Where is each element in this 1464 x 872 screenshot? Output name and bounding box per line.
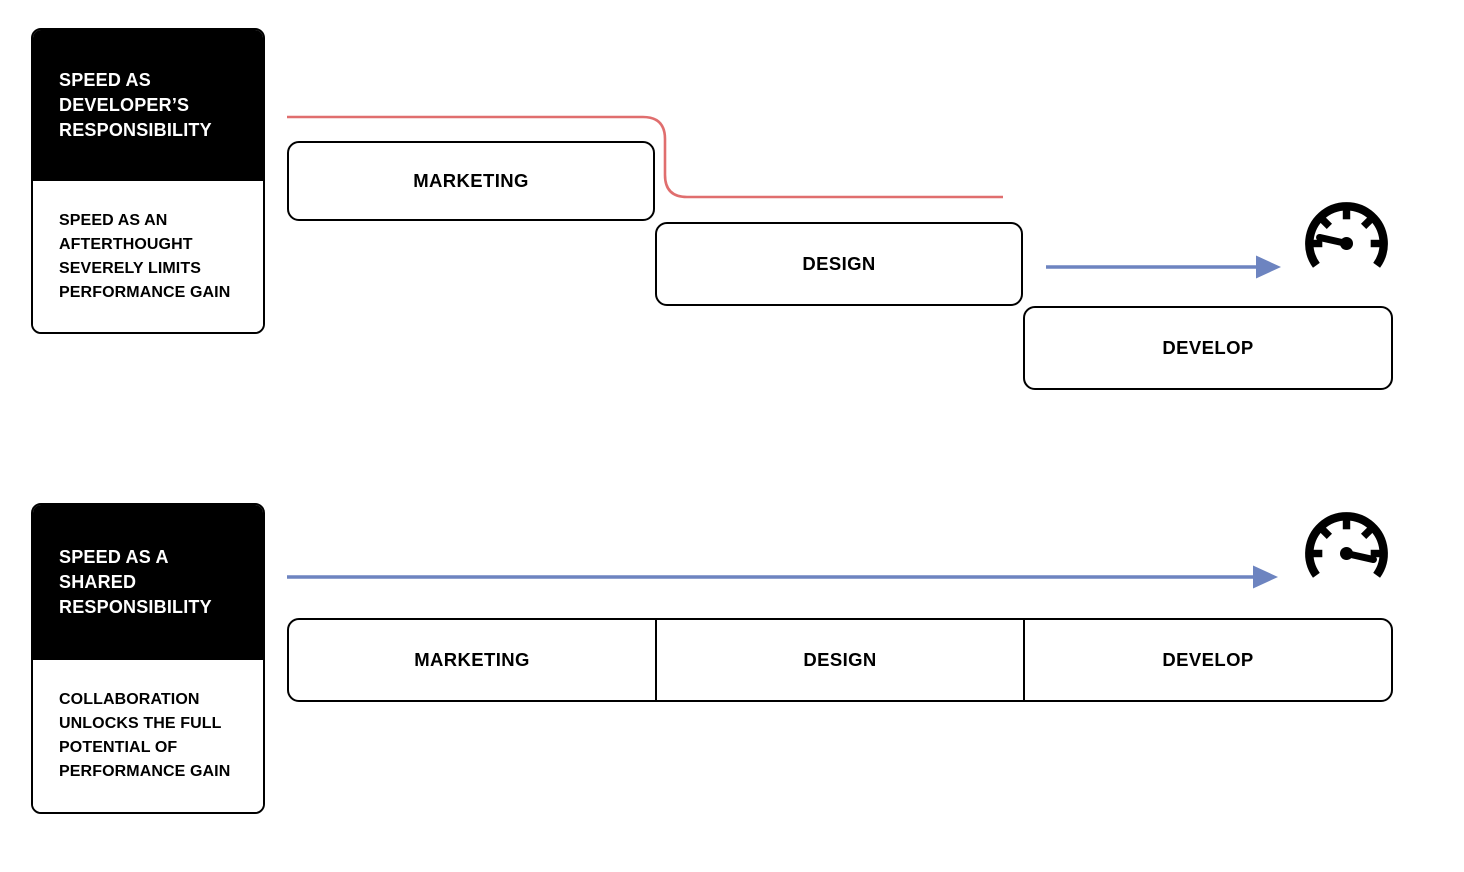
speedometer-low-icon: [1305, 202, 1388, 268]
stage-box-design: DESIGN: [655, 222, 1023, 306]
right-arrow-icon: [1046, 255, 1281, 279]
stage-label: DESIGN: [803, 649, 877, 670]
shared-responsibility-card: SPEED AS A SHARED RESPONSIBILITY COLLABO…: [31, 503, 265, 814]
stage-label: DESIGN: [802, 253, 876, 274]
card-subtitle: SPEED AS AN AFTERTHOUGHT SEVERELY LIMITS…: [59, 211, 231, 301]
card-title: SPEED AS DEVELOPER’S RESPONSIBILITY: [59, 70, 212, 140]
right-arrow-icon: [287, 565, 1278, 589]
stage-label: MARKETING: [413, 170, 529, 191]
card-title: SPEED AS A SHARED RESPONSIBILITY: [59, 547, 212, 617]
stage-label: MARKETING: [414, 649, 530, 670]
waterfall-step-line: [287, 115, 1003, 199]
stage-cell-design: DESIGN: [655, 620, 1023, 700]
stage-box-develop: DEVELOP: [1023, 306, 1393, 390]
card-header: SPEED AS DEVELOPER’S RESPONSIBILITY: [33, 30, 263, 181]
developer-responsibility-card: SPEED AS DEVELOPER’S RESPONSIBILITY SPEE…: [31, 28, 265, 334]
stage-label: DEVELOP: [1162, 337, 1254, 358]
speedometer-high-icon: [1305, 512, 1388, 578]
card-body: COLLABORATION UNLOCKS THE FULL POTENTIAL…: [33, 660, 263, 812]
stage-label: DEVELOP: [1162, 649, 1254, 670]
stage-cell-develop: DEVELOP: [1023, 620, 1391, 700]
card-body: SPEED AS AN AFTERTHOUGHT SEVERELY LIMITS…: [33, 181, 263, 332]
card-subtitle: COLLABORATION UNLOCKS THE FULL POTENTIAL…: [59, 691, 231, 780]
card-header: SPEED AS A SHARED RESPONSIBILITY: [33, 505, 263, 660]
stage-cell-marketing: MARKETING: [289, 620, 655, 700]
shared-stage-row: MARKETING DESIGN DEVELOP: [287, 618, 1393, 702]
stage-box-marketing: MARKETING: [287, 141, 655, 221]
